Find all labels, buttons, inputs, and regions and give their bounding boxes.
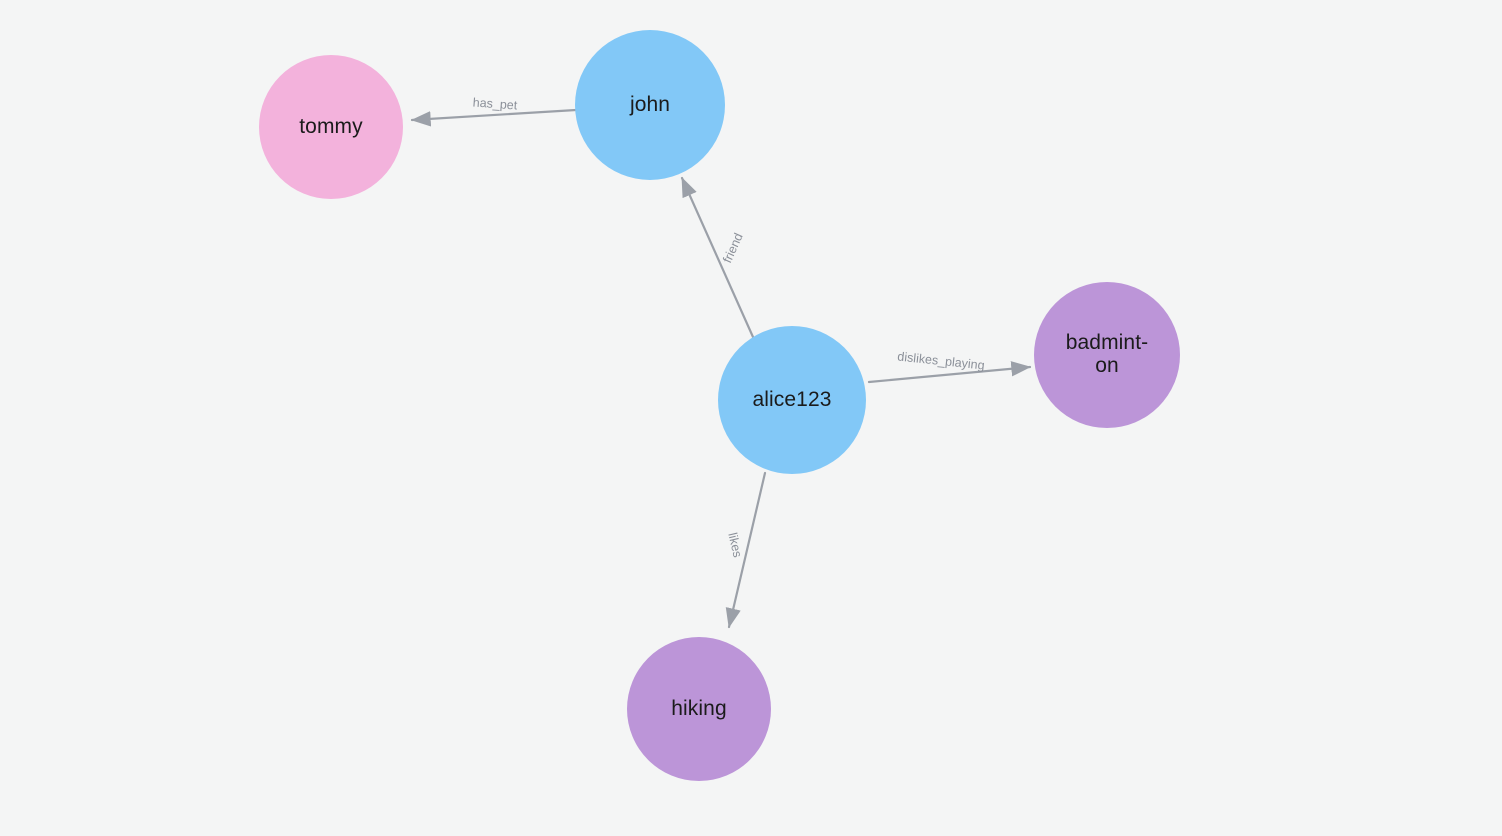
graph-node-badminton[interactable]: badmint- on (1034, 282, 1180, 428)
graph-edge[interactable] (680, 176, 755, 339)
node-label: tommy (299, 114, 363, 138)
graph-edge[interactable] (867, 361, 1032, 384)
graph-node-alice123[interactable]: alice123 (718, 326, 866, 474)
graph-node-hiking[interactable]: hiking (627, 637, 771, 781)
graph-edge[interactable] (725, 471, 767, 629)
node-label: badmint- on (1065, 331, 1149, 377)
node-label: john (629, 92, 671, 116)
node-label: alice123 (752, 387, 832, 411)
graph-node-tommy[interactable]: tommy (259, 55, 403, 199)
node-label: hiking (671, 696, 727, 720)
graph-edge[interactable] (410, 108, 578, 127)
graph-node-john[interactable]: john (575, 30, 725, 180)
